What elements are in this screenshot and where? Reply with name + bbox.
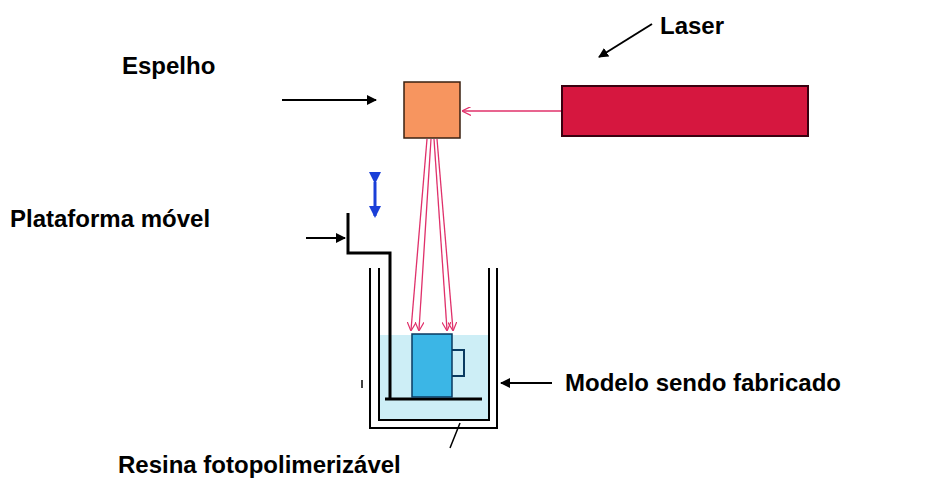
- movement-arrow: [374, 182, 377, 216]
- leader-arrow: [599, 24, 652, 57]
- tank-mark: [361, 380, 363, 388]
- leader-arrow: [282, 99, 376, 101]
- mirror-label: Espelho: [122, 52, 215, 80]
- leader-arrow: [306, 237, 345, 239]
- platform-label: Plataforma móvel: [10, 205, 210, 233]
- laser-body: [562, 86, 808, 136]
- laser-label: Laser: [660, 12, 724, 40]
- model-mug: [412, 334, 452, 397]
- model-label: Modelo sendo fabricado: [565, 369, 841, 397]
- laser-beam: [463, 110, 561, 111]
- mug-handle: [452, 350, 464, 376]
- moving-platform: [348, 213, 482, 399]
- mirror: [404, 82, 460, 138]
- tank-inner: [379, 268, 489, 420]
- resin: [379, 335, 489, 419]
- leader-arrow: [501, 382, 552, 384]
- leader-line: [450, 423, 460, 448]
- scanning-beams: [411, 139, 453, 330]
- resin-label: Resina fotopolimerizável: [118, 451, 401, 479]
